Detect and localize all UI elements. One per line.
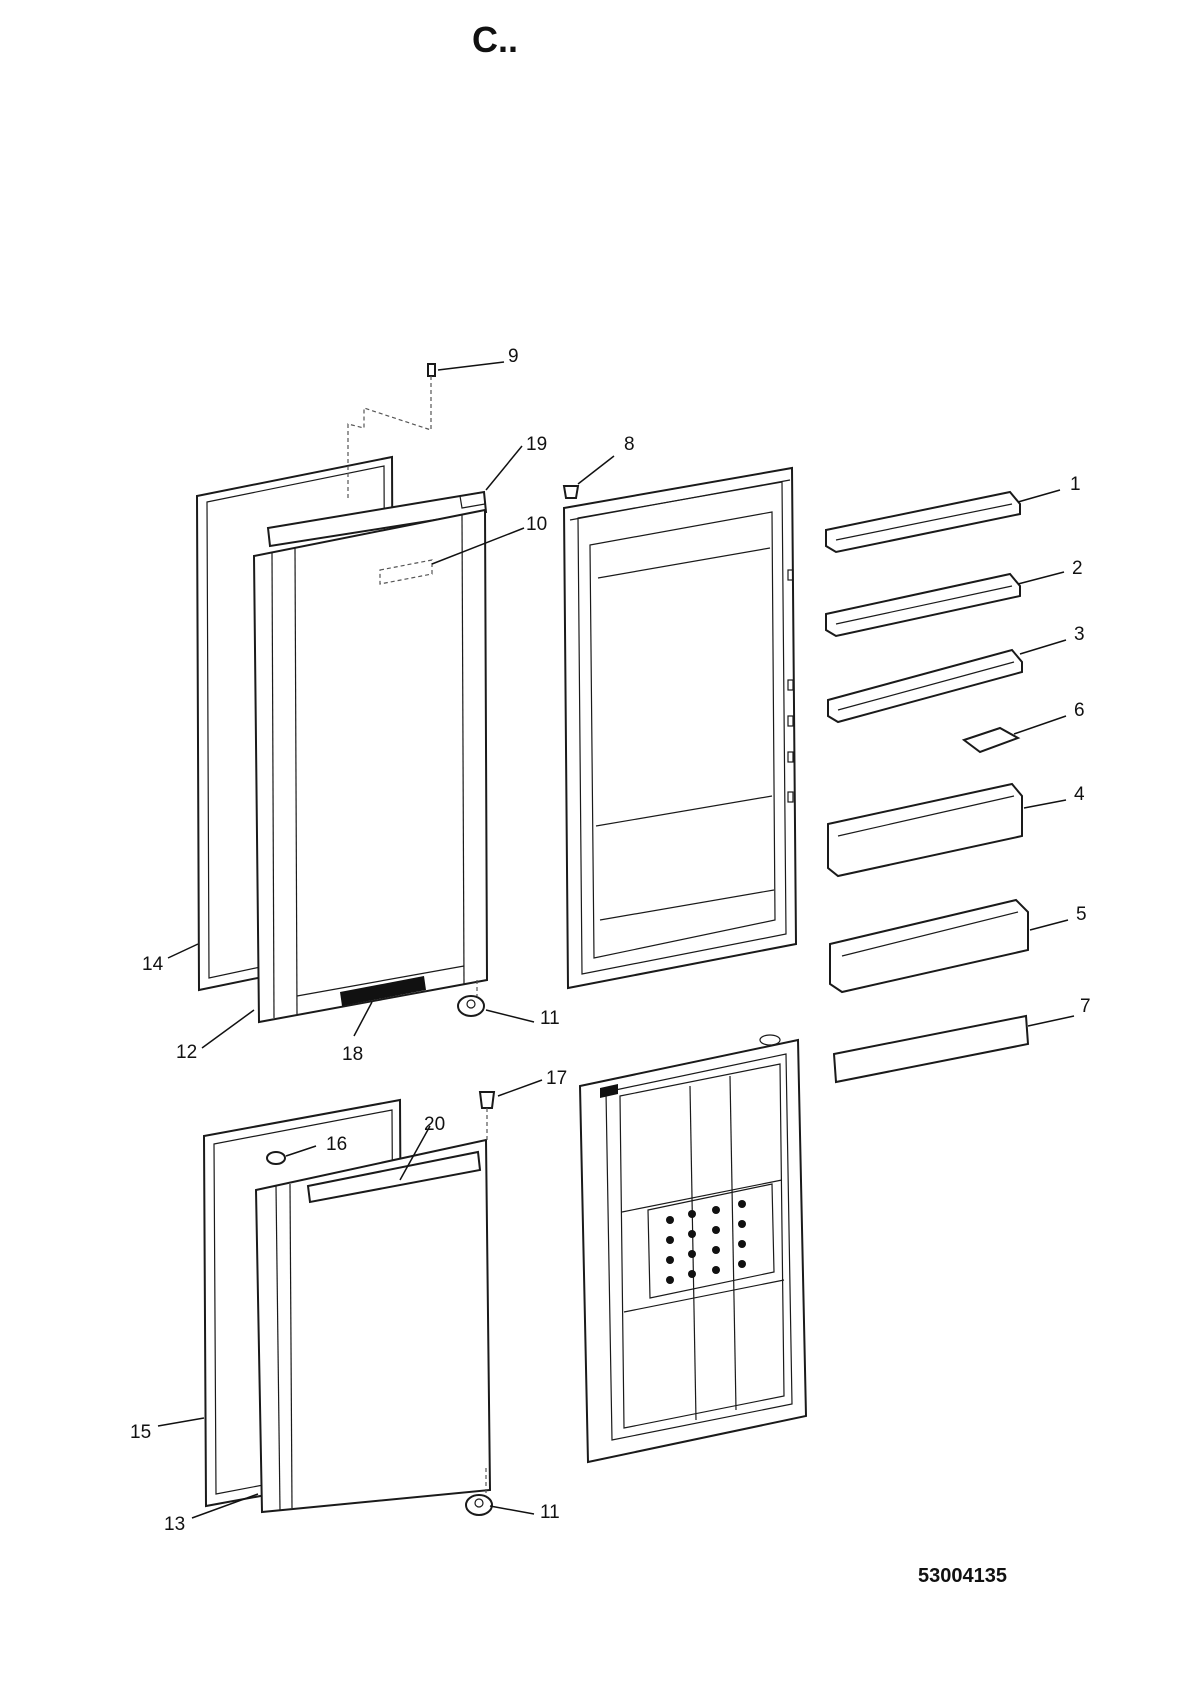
leader-lines	[157, 361, 1075, 1519]
egg-tray	[961, 726, 1021, 754]
callout-14: 14	[142, 954, 164, 975]
bottle-retainer	[832, 1014, 1030, 1084]
upper-door-liner	[562, 466, 798, 990]
callout-6: 6	[1074, 700, 1085, 721]
callout-12: 12	[176, 1042, 197, 1063]
callout-2: 2	[1072, 558, 1083, 579]
callout-11-lower: 11	[540, 1502, 560, 1523]
hinge-pin	[347, 363, 436, 500]
callout-19: 19	[526, 434, 547, 455]
callout-10: 10	[526, 514, 547, 535]
callout-8: 8	[624, 434, 635, 455]
callout-20: 20	[424, 1114, 445, 1135]
callout-13: 13	[164, 1514, 185, 1535]
callout-18: 18	[342, 1044, 363, 1065]
lower-door-liner	[578, 1034, 808, 1464]
callout-4: 4	[1074, 784, 1085, 805]
upper-door-panel	[252, 508, 489, 1024]
lower-hinge-bushing	[465, 1468, 493, 1516]
callout-9: 9	[508, 346, 519, 367]
lower-door-plug	[266, 1151, 286, 1165]
door-shelf-3	[827, 648, 1023, 724]
callout-3: 3	[1074, 624, 1085, 645]
callout-17: 17	[546, 1068, 567, 1089]
page-title: C..	[472, 19, 518, 60]
lower-hinge-plug	[478, 1091, 496, 1142]
callout-7: 7	[1080, 996, 1091, 1017]
upper-hinge-bushing	[457, 980, 485, 1017]
callout-11-upper: 11	[540, 1008, 560, 1029]
callout-5: 5	[1076, 904, 1087, 925]
door-shelf-1	[825, 490, 1021, 554]
drawing-code: 53004135	[918, 1565, 1007, 1587]
callout-15: 15	[130, 1422, 151, 1443]
lower-door-panel	[254, 1138, 492, 1514]
door-bin-5	[829, 898, 1029, 994]
door-bin-4	[827, 782, 1023, 878]
upper-door-plug	[562, 485, 580, 499]
door-shelf-2	[825, 572, 1021, 638]
callout-1: 1	[1070, 474, 1081, 495]
callout-16: 16	[326, 1134, 347, 1155]
